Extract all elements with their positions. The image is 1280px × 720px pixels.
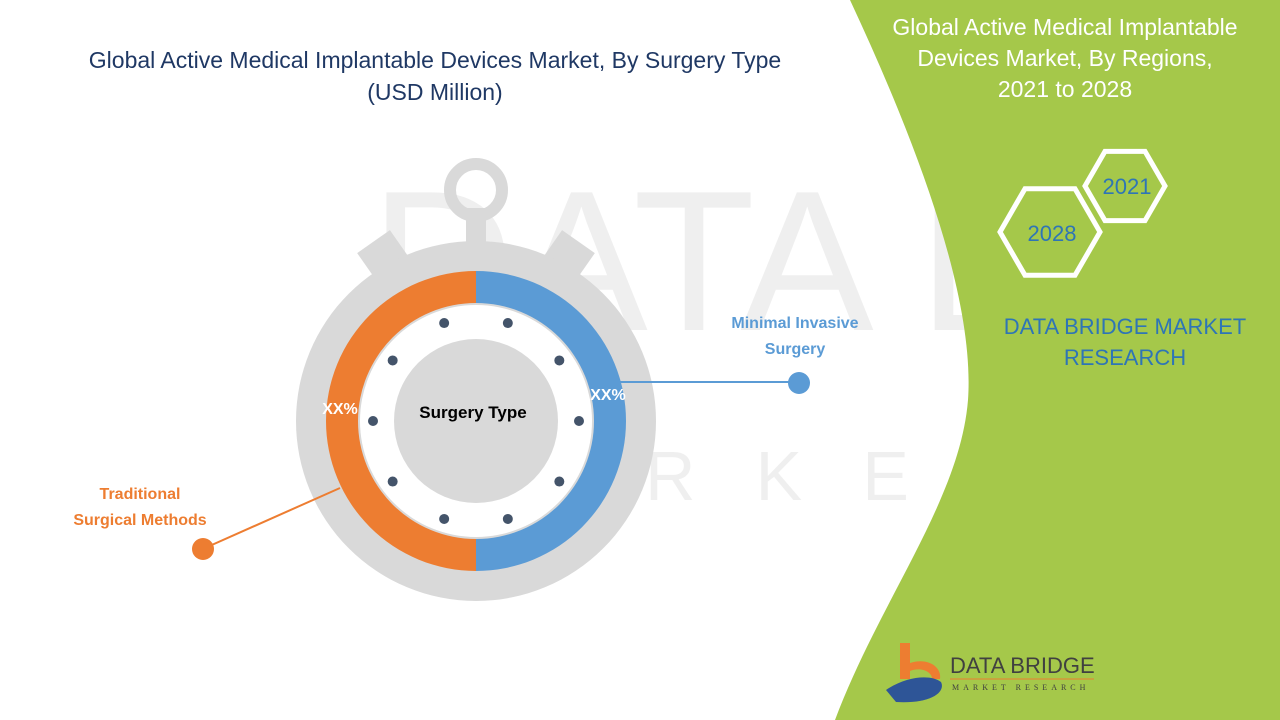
dial-dot bbox=[554, 476, 565, 487]
dial-dot bbox=[574, 416, 584, 426]
slice-minimal-invasive bbox=[476, 271, 626, 571]
legend-label: Traditional bbox=[99, 486, 181, 503]
legend-label: Surgical Methods bbox=[73, 512, 207, 529]
green-panel bbox=[835, 0, 1280, 720]
stopwatch: Surgery Type XX% XX% bbox=[296, 158, 656, 601]
dial-dots bbox=[368, 318, 584, 524]
legend-traditional: Traditional Surgical Methods bbox=[60, 482, 220, 534]
leader-line-traditional bbox=[204, 487, 341, 549]
hex-year-label: 2021 bbox=[1103, 174, 1152, 199]
dial-dot bbox=[439, 513, 450, 524]
dial-dot bbox=[387, 355, 398, 366]
dial-dot bbox=[502, 513, 513, 524]
marker-minimal bbox=[788, 372, 810, 394]
value-label-minimal: XX% bbox=[590, 387, 626, 404]
dial-dot bbox=[502, 318, 513, 329]
regions-title-line: Global Active Medical Implantable bbox=[892, 14, 1238, 40]
data-bridge-logo: DATA BRIDGE MARKET RESEARCH bbox=[886, 643, 1095, 703]
legend-label: Minimal Invasive bbox=[731, 315, 859, 332]
slice-traditional bbox=[326, 271, 476, 571]
brand-text: DATA BRIDGE MARKET RESEARCH bbox=[990, 311, 1260, 373]
title-subline: (USD Million) bbox=[367, 79, 503, 105]
hexagon-2021: 2021 bbox=[1082, 148, 1168, 224]
stopwatch-stem bbox=[466, 208, 486, 248]
brand-line: RESEARCH bbox=[1063, 345, 1187, 370]
dial-dot bbox=[368, 416, 378, 426]
regions-title-line: Devices Market, By Regions, bbox=[917, 45, 1213, 71]
value-label-traditional: XX% bbox=[322, 401, 358, 418]
hexagon-2028: 2028 bbox=[997, 186, 1103, 278]
center-label: Surgery Type bbox=[419, 403, 526, 422]
dial-dot bbox=[554, 355, 565, 366]
chart-title: Global Active Medical Implantable Device… bbox=[40, 44, 830, 108]
title-line: Global Active Medical Implantable Device… bbox=[88, 47, 782, 73]
brand-line: DATA BRIDGE MARKET bbox=[1003, 314, 1247, 339]
center-circle bbox=[394, 339, 558, 503]
legend-minimal-invasive: Minimal Invasive Surgery bbox=[700, 311, 890, 363]
marker-traditional bbox=[192, 538, 214, 560]
dial-dot bbox=[387, 476, 398, 487]
regions-title: Global Active Medical Implantable Device… bbox=[870, 12, 1260, 105]
regions-title-line: 2021 to 2028 bbox=[997, 76, 1133, 102]
dial-dot bbox=[439, 318, 450, 329]
legend-label: Surgery bbox=[764, 341, 826, 358]
hex-year-label: 2028 bbox=[1028, 221, 1077, 246]
logo-subtext: MARKET RESEARCH bbox=[952, 683, 1089, 692]
logo-text: DATA BRIDGE bbox=[950, 653, 1095, 678]
